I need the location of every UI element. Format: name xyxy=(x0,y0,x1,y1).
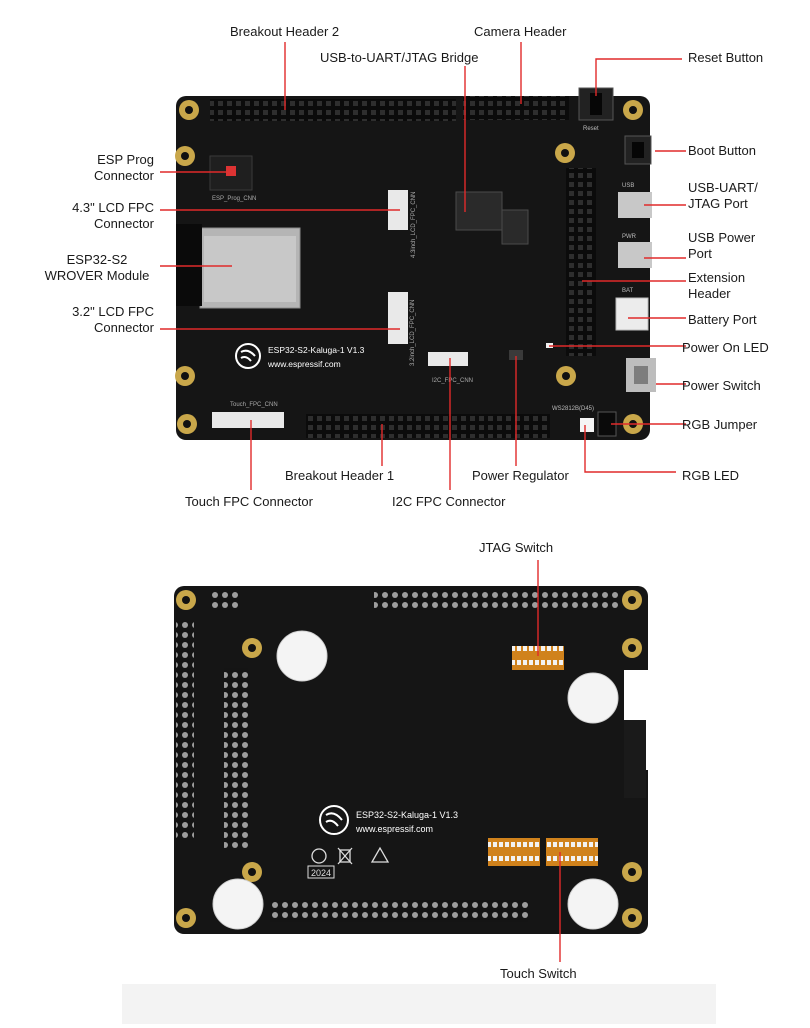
esp-prog-silk: ESP_Prog_CNN xyxy=(212,196,256,202)
touch-switch-left xyxy=(488,838,540,866)
rubber-feet xyxy=(212,630,619,930)
lcd32-silk: 3.2inch_LCD_FPC_CNN xyxy=(410,300,416,366)
label-battery-port: Battery Port xyxy=(688,312,757,327)
label-lcd-43-fpc-connector: 4.3" LCD FPC Connector xyxy=(72,200,154,231)
bottom-mount-holes xyxy=(176,590,642,928)
label-usb-uart-jtag-port: USB-UART/ JTAG Port xyxy=(688,180,758,211)
extension-header xyxy=(566,168,596,356)
top-website: www.espressif.com xyxy=(267,359,341,369)
espressif-logo-icon xyxy=(235,343,261,369)
label-lcd-32-fpc-connector: 3.2" LCD FPC Connector xyxy=(72,304,154,335)
label-power-switch: Power Switch xyxy=(682,378,761,393)
rgb-silk: WS2812B(D45) xyxy=(552,406,594,412)
touch-fpc-connector xyxy=(212,412,284,428)
rgb-led xyxy=(580,418,594,432)
top-pcb xyxy=(176,96,650,440)
usb-power-port xyxy=(618,242,652,268)
usb-silk: USB xyxy=(622,183,634,189)
label-rgb-led: RGB LED xyxy=(682,468,740,483)
i2c-fpc-connector xyxy=(428,352,468,366)
touch-fpc-silk: Touch_FPC_CNN xyxy=(230,402,278,408)
ce-mark-icon xyxy=(311,848,327,864)
usb-bridge-chip xyxy=(455,191,503,231)
espressif-logo-icon xyxy=(319,805,349,835)
power-regulator xyxy=(509,350,523,360)
breakout-header-1 xyxy=(306,414,550,438)
label-power-on-led: Power On LED xyxy=(682,340,769,355)
lcd-32-fpc-connector xyxy=(388,292,408,344)
bottom-leader-lines xyxy=(537,560,561,962)
label-touch-fpc-connector: Touch FPC Connector xyxy=(185,494,313,509)
bottom-website: www.espressif.com xyxy=(355,824,433,834)
bat-silk: BAT xyxy=(622,288,634,294)
chip-2 xyxy=(501,209,529,245)
bottom-board-name: ESP32-S2-Kaluga-1 V1.3 xyxy=(356,810,458,820)
esd-icon xyxy=(370,846,390,863)
label-esp-prog-connector: ESP Prog Connector xyxy=(94,152,154,183)
label-reset-button: Reset Button xyxy=(688,50,764,65)
year-silk: 2024 xyxy=(311,868,331,878)
label-esp32-s2-wrover-module: ESP32-S2 WROVER Module xyxy=(44,252,150,283)
label-power-regulator: Power Regulator xyxy=(472,468,569,483)
label-i2c-fpc-connector: I2C FPC Connector xyxy=(392,494,506,509)
bottom-pad-rows-bottom xyxy=(270,900,528,922)
reset-silk: Reset xyxy=(583,126,599,132)
camera-header xyxy=(463,96,569,120)
weee-icon xyxy=(337,847,353,865)
pwr-silk: PWR xyxy=(622,234,637,240)
lcd43-silk: 4.3inch_LCD_FPC_CNN xyxy=(411,192,417,258)
label-usb-power-port: USB Power Port xyxy=(688,230,756,261)
mount-holes xyxy=(175,100,643,434)
label-touch-switch: Touch Switch xyxy=(500,966,577,981)
label-rgb-jumper: RGB Jumper xyxy=(682,417,758,432)
label-boot-button: Boot Button xyxy=(688,143,756,158)
bottom-pad-rows-top xyxy=(374,590,618,610)
top-board: Reset ESP_Prog_CNN 4.3inch_LCD_FPC_CNN 3… xyxy=(175,87,656,440)
i2c-fpc-silk: I2C_FPC_CNN xyxy=(432,378,473,384)
label-camera-header: Camera Header xyxy=(474,24,567,39)
bottom-board: ESP32-S2-Kaluga-1 V1.3 www.espressif.com… xyxy=(174,586,648,934)
label-breakout-header-1: Breakout Header 1 xyxy=(285,468,395,483)
bottom-pad-cols-left xyxy=(224,668,248,848)
battery-port xyxy=(615,297,649,331)
footer-band xyxy=(122,984,716,1024)
top-board-name: ESP32-S2-Kaluga-1 V1.3 xyxy=(268,345,365,355)
label-extension-header: Extension Header xyxy=(688,270,746,301)
label-usb-to-uart-jtag-bridge: USB-to-UART/JTAG Bridge xyxy=(320,50,479,65)
label-breakout-header-2: Breakout Header 2 xyxy=(230,24,340,39)
breakout-header-2 xyxy=(210,99,456,121)
label-jtag-switch: JTAG Switch xyxy=(479,540,554,555)
top-leader-lines xyxy=(160,42,686,490)
touch-switch-right xyxy=(546,838,598,866)
